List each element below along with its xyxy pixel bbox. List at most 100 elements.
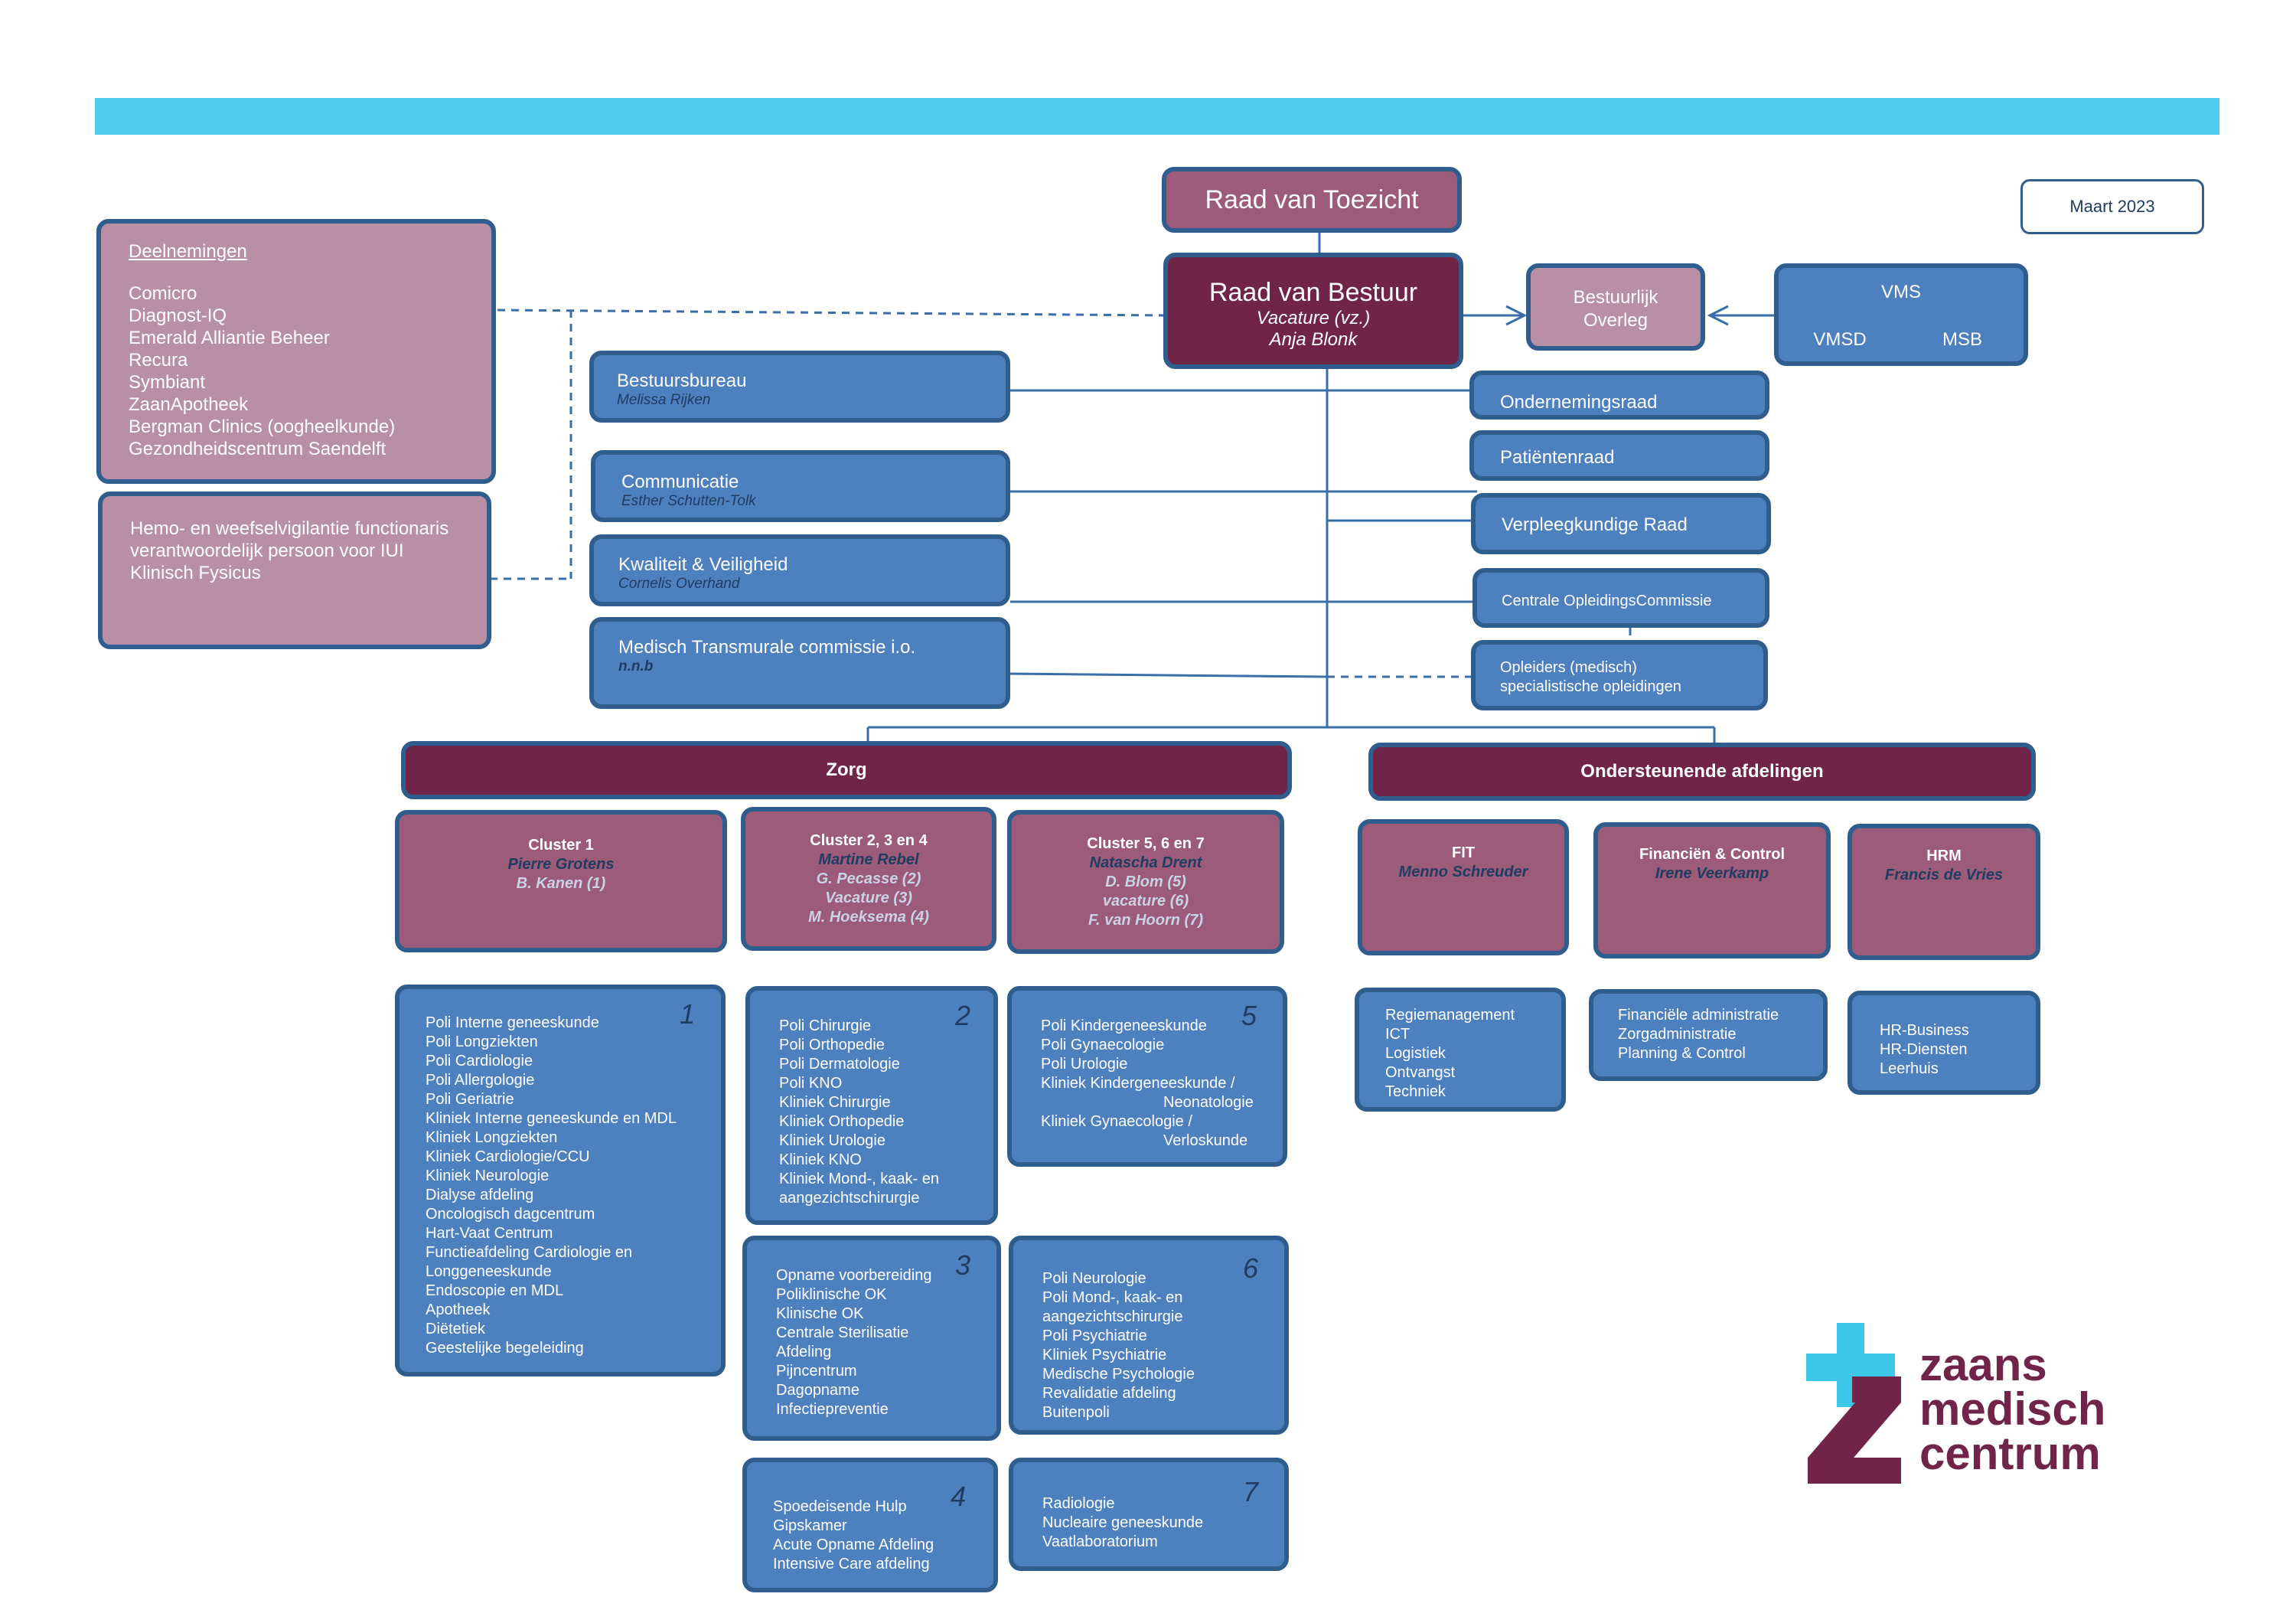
deelneming-item: Bergman Clinics (oogheelkunde) [129,416,396,437]
list-item: ICT [1385,1026,1411,1043]
hrm-list[interactable]: HR-Business HR-Diensten Leerhuis [1848,991,2040,1095]
list-item: Poli Geriatrie [426,1091,514,1108]
list-item: Oncologisch dagcentrum [426,1206,595,1223]
date-label: Maart 2023 [2020,179,2204,234]
unit-number: 5 [1241,1000,1257,1031]
list-item: Poli Kindergeneeskunde [1041,1017,1207,1034]
staff-name: Esther Schutten-Tolk [621,493,756,509]
list-item: Kliniek Mond-, kaak- en [779,1171,939,1187]
list-item: Radiologie [1042,1495,1115,1512]
patientenraad-label: Patiëntenraad [1500,447,1615,468]
date-text: Maart 2023 [2069,197,2155,216]
staff-bestuursbureau[interactable]: Bestuursbureau Melissa Rijken [589,351,1010,423]
staff-kwaliteit-veiligheid[interactable]: Kwaliteit & Veiligheid Cornelis Overhand [589,534,1010,606]
list-item: Poli Gynaecologie [1041,1037,1165,1053]
fit-list[interactable]: Regiemanagement ICT Logistiek Ontvangst … [1355,988,1566,1112]
vms-box[interactable]: VMS VMSD MSB [1774,263,2028,366]
raad-van-bestuur-box[interactable]: Raad van Bestuur Vacature (vz.) Anja Blo… [1163,253,1463,369]
list-item: Kliniek Neurologie [426,1167,550,1184]
staff-medisch-transmurale-commissie[interactable]: Medisch Transmurale commissie i.o. n.n.b [589,617,1010,709]
list-item: Gipskamer [773,1517,847,1534]
fit-box[interactable]: FIT Menno Schreuder [1358,819,1569,955]
top-banner [95,98,2219,135]
cluster-2-3-4-box[interactable]: Cluster 2, 3 en 4 Martine Rebel G. Pecas… [741,807,996,951]
cluster-5-6-7-box[interactable]: Cluster 5, 6 en 7 Natascha Drent D. Blom… [1007,810,1284,954]
hrm-box[interactable]: HRM Francis de Vries [1848,824,2040,960]
list-item: Buitenpoli [1042,1404,1110,1421]
bestuurlijk-overleg-line2: Overleg [1583,310,1649,331]
financien-list[interactable]: Financiële administratie Zorgadministrat… [1589,989,1828,1081]
unit-7-box[interactable]: 7 Radiologie Nucleaire geneeskunde Vaatl… [1009,1458,1289,1571]
unit-1-box[interactable]: 1 Poli Interne geneeskunde Poli Longziek… [395,985,726,1376]
logo-line1: zaans [1919,1339,2047,1390]
vms-title: VMS [1880,282,1921,302]
list-item: Verloskunde [1163,1132,1248,1149]
list-item: Geestelijke begeleiding [426,1340,584,1357]
opleiders-box[interactable]: Opleiders (medisch) specialistische ople… [1471,640,1768,710]
deelnemingen-box[interactable]: Deelnemingen Comicro Diagnost-IQ Emerald… [96,219,496,484]
list-item: Opname voorbereiding [776,1267,932,1284]
list-item: Poli Allergologie [426,1072,535,1089]
list-item: HR-Business [1880,1022,1969,1039]
support-title: HRM [1926,847,1962,864]
list-item: Medische Psychologie [1042,1366,1195,1383]
bestuurlijk-overleg-line1: Bestuurlijk [1573,287,1658,308]
cluster-title: Cluster 5, 6 en 7 [1087,835,1205,852]
unit-6-box[interactable]: 6 Poli Neurologie Poli Mond-, kaak- en a… [1009,1236,1289,1435]
unit-5-box[interactable]: 5 Poli Kindergeneeskunde Poli Gynaecolog… [1007,986,1287,1167]
list-item: Poli Mond-, kaak- en [1042,1289,1183,1306]
ondernemingsraad-box[interactable]: Ondernemingsraad [1469,371,1769,420]
centrale-opleidingscommissie-box[interactable]: Centrale OpleidingsCommissie [1473,568,1769,628]
cluster-head: Martine Rebel [818,851,919,868]
unit-4-box[interactable]: 4 Spoedeisende Hulp Gipskamer Acute Opna… [742,1458,998,1592]
bestuurlijk-overleg-box[interactable]: Bestuurlijk Overleg [1526,263,1705,351]
raad-van-toezicht-box[interactable]: Raad van Toezicht [1162,167,1462,233]
staff-communicatie[interactable]: Communicatie Esther Schutten-Tolk [591,450,1010,522]
cluster-title: Cluster 1 [528,837,594,854]
functionarissen-box[interactable]: Hemo- en weefselvigilantie functionaris … [98,491,491,649]
cluster-1-box[interactable]: Cluster 1 Pierre Grotens B. Kanen (1) [395,810,727,952]
staff-title: Kwaliteit & Veiligheid [618,554,788,575]
list-item: Poli Psychiatrie [1042,1327,1147,1344]
list-item: Poli Longziekten [426,1034,538,1050]
unit-number: 4 [950,1481,966,1512]
cluster-sub: B. Kanen (1) [516,875,606,892]
patientenraad-box[interactable]: Patiëntenraad [1469,430,1769,481]
zaans-medisch-centrum-logo: zaans medisch centrum [1806,1323,2158,1491]
list-item: Logistiek [1385,1045,1446,1062]
list-item: Endoscopie en MDL [426,1282,564,1299]
cluster-sub: D. Blom (5) [1105,874,1186,890]
unit-2-box[interactable]: 2 Poli Chirurgie Poli Orthopedie Poli De… [745,986,998,1225]
cluster-sub: G. Pecasse (2) [816,870,921,887]
list-item: Dagopname [776,1382,859,1399]
list-item: Leerhuis [1880,1060,1939,1077]
deelneming-item: Emerald Alliantie Beheer [129,328,330,348]
list-item: Infectiepreventie [776,1401,889,1418]
financien-control-box[interactable]: Financiën & Control Irene Veerkamp [1593,822,1831,958]
staff-title: Communicatie [621,472,739,492]
list-item: Poli Interne geneeskunde [426,1014,599,1031]
list-item: Acute Opname Afdeling [773,1536,934,1553]
zorg-header[interactable]: Zorg [401,741,1292,799]
rvb-member: Anja Blonk [1269,329,1358,350]
cluster-sub: Vacature (3) [825,890,912,906]
list-item: Zorgadministratie [1618,1026,1737,1043]
cluster-title: Cluster 2, 3 en 4 [810,832,928,849]
list-item: Intensive Care afdeling [773,1556,930,1572]
verpleegkundige-raad-box[interactable]: Verpleegkundige Raad [1471,493,1771,554]
deelneming-item: Gezondheidscentrum Saendelft [129,439,386,459]
unit-number: 7 [1242,1476,1258,1507]
support-head: Francis de Vries [1884,867,2004,883]
raad-van-toezicht-title: Raad van Toezicht [1205,185,1419,214]
list-item: Apotheek [426,1301,491,1318]
list-item: Poli Cardiologie [426,1053,533,1069]
zorg-title: Zorg [826,759,867,780]
list-item: Kliniek Kindergeneeskunde / [1041,1075,1235,1092]
list-item: aangezichtschirurgie [779,1190,920,1207]
unit-3-box[interactable]: 3 Opname voorbereiding Poliklinische OK … [742,1236,1001,1441]
functionaris-item: Hemo- en weefselvigilantie functionaris [130,518,449,539]
unit-number: 1 [679,998,695,1030]
list-item: Functieafdeling Cardiologie en [426,1244,633,1261]
ondersteunend-header[interactable]: Ondersteunende afdelingen [1368,743,2036,801]
